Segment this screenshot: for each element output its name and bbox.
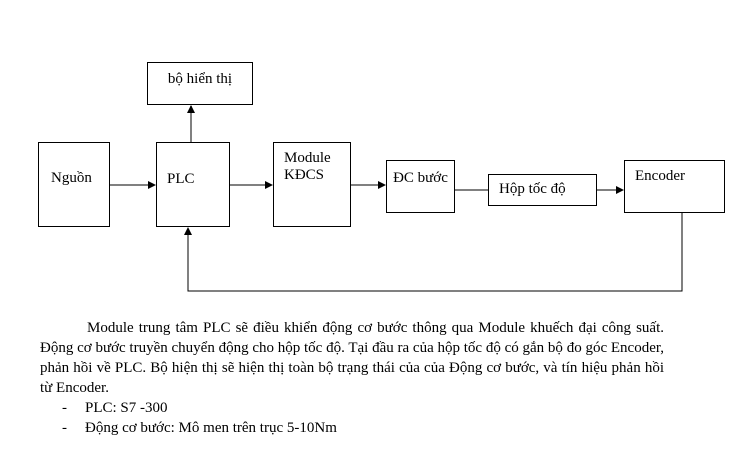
module-block-label: Module KĐCS (284, 150, 331, 183)
module-block: Module KĐCS (273, 142, 351, 227)
gearbox-block: Hộp tốc độ (488, 174, 597, 206)
spec-list: - PLC: S7 -300 - Động cơ bước: Mô men tr… (40, 398, 664, 438)
bullet-dash: - (62, 420, 67, 436)
description-paragraph: Module trung tâm PLC sẽ điều khiển động … (40, 320, 664, 396)
encoder-block: Encoder (624, 160, 725, 213)
bullet-dash: - (62, 400, 67, 416)
gearbox-block-label: Hộp tốc độ (499, 181, 566, 197)
arrow-feedback-encoder-to-plc (184, 213, 683, 292)
display-block: bộ hiển thị (147, 62, 253, 105)
plc-block-label: PLC (167, 171, 195, 187)
description-text: Module trung tâm PLC sẽ điều khiển động … (40, 318, 664, 438)
display-block-label: bộ hiển thị (167, 71, 233, 87)
spec-list-item: - Động cơ bước: Mô men trên trục 5-10Nm (40, 418, 664, 438)
power-block: Nguồn (38, 142, 110, 227)
stepper-motor-block-label: ĐC bước (393, 170, 448, 186)
spec-plc: PLC: S7 -300 (85, 400, 168, 416)
spec-list-item: - PLC: S7 -300 (40, 398, 664, 418)
encoder-block-label: Encoder (635, 168, 685, 184)
plc-block: PLC (156, 142, 230, 227)
spec-motor: Động cơ bước: Mô men trên trục 5-10Nm (85, 420, 337, 436)
power-block-label: Nguồn (51, 170, 92, 186)
stepper-motor-block: ĐC bước (386, 160, 455, 213)
